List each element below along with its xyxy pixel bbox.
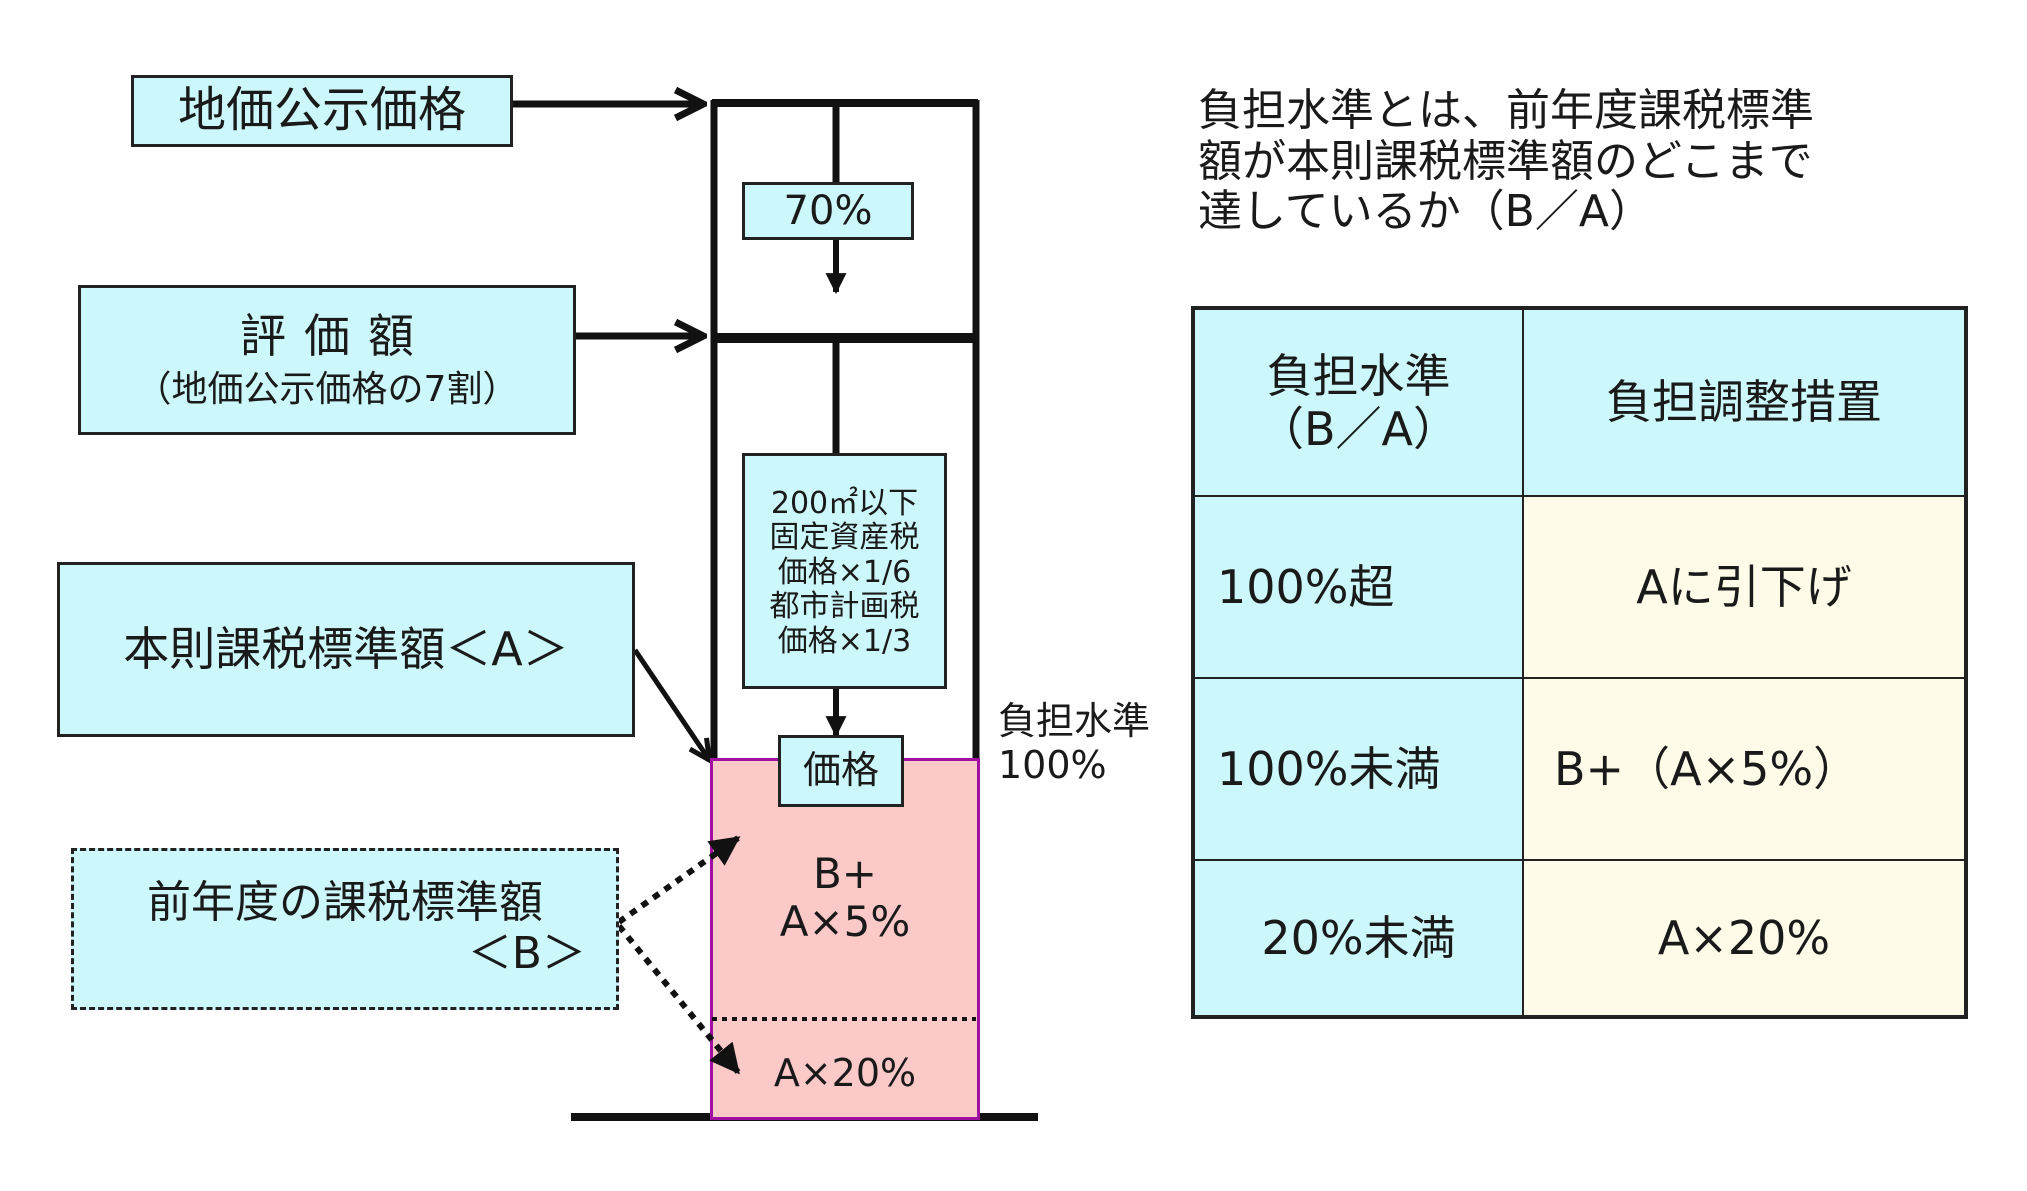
table-header-measure: 負担調整措置 — [1523, 309, 1965, 496]
burden-adjustment-table: 負担水準 （B／A） 負担調整措置 100%超 Aに引下げ 100%未満 B+（… — [1191, 306, 1968, 1019]
standard-tax-base-a-box: 本則課税標準額＜A＞ — [57, 562, 635, 737]
table-cell-measure: A×20% — [1523, 860, 1965, 1016]
explanation-text: 負担水準とは、前年度課税標準 額が本則課税標準額のどこまで 達しているか（B／A… — [1198, 85, 1814, 238]
level-value: 100%超 — [1217, 559, 1395, 614]
standard-tax-base-a-label: 本則課税標準額＜A＞ — [123, 622, 569, 677]
header-measure-label: 負担調整措置 — [1606, 375, 1882, 430]
upper-band-line1: B+ — [812, 849, 877, 898]
header-level-line1: 負担水準 — [1266, 348, 1451, 403]
tax-note-line: 都市計画税 — [769, 589, 920, 625]
level-value: 100%未満 — [1217, 741, 1441, 796]
table-cell-measure: B+（A×5%） — [1523, 678, 1965, 860]
prev-year-tax-base-b-box: 前年度の課税標準額 ＜B＞ — [71, 848, 619, 1010]
measure-value: A×20% — [1657, 910, 1831, 965]
valuation-subtitle: （地価公示価格の7割） — [135, 368, 519, 410]
tax-note-line: 固定資産税 — [769, 520, 920, 556]
table-cell-level: 100%未満 — [1194, 678, 1523, 860]
tax-note-box: 200㎡以下 固定資産税 価格×1/6 都市計画税 価格×1/3 — [742, 453, 947, 689]
table-cell-level: 100%超 — [1194, 496, 1523, 678]
explanation-line: 達しているか（B／A） — [1198, 186, 1653, 238]
table-cell-level: 20%未満 — [1194, 860, 1523, 1016]
burden-level-100-label: 負担水準 100% — [998, 699, 1151, 787]
table-cell-measure: Aに引下げ — [1523, 496, 1965, 678]
burden-level-label-line2: 100% — [998, 742, 1107, 787]
measure-value: Aに引下げ — [1636, 559, 1852, 614]
lower-band-label: A×20% — [773, 1051, 917, 1095]
prev-year-tax-base-label: 前年度の課税標準額 — [147, 877, 543, 929]
tax-note-line: 価格×1/3 — [777, 623, 912, 659]
upper-band-line2: A×5% — [779, 897, 911, 947]
table-header-level: 負担水準 （B／A） — [1194, 309, 1523, 496]
tax-base-region — [710, 758, 980, 1120]
explanation-line: 負担水準とは、前年度課税標準 — [1198, 85, 1814, 136]
price-label: 価格 — [802, 748, 879, 793]
valuation-title: 評価額 — [240, 308, 432, 363]
valuation-box: 評価額 （地価公示価格の7割） — [78, 285, 576, 435]
upper-band-label: B+ A×5% — [710, 849, 980, 947]
tax-note-line: 200㎡以下 — [770, 485, 919, 521]
ratio-70-label: 70% — [783, 188, 873, 234]
burden-level-label-line1: 負担水準 — [998, 699, 1151, 743]
level-value: 20%未満 — [1261, 910, 1456, 965]
land-price-box: 地価公示価格 — [131, 75, 513, 147]
header-level-line2: （B／A） — [1257, 401, 1460, 456]
explanation-line: 額が本則課税標準額のどこまで — [1198, 135, 1813, 187]
measure-value: B+（A×5%） — [1554, 741, 1860, 796]
tax-note-line: 価格×1/6 — [777, 554, 912, 590]
land-price-label: 地価公示価格 — [177, 82, 466, 139]
prev-year-tax-base-symbol: ＜B＞ — [467, 928, 586, 979]
ratio-70-box: 70% — [742, 182, 914, 240]
arrow-standard-a — [632, 648, 708, 758]
price-box: 価格 — [778, 735, 904, 807]
